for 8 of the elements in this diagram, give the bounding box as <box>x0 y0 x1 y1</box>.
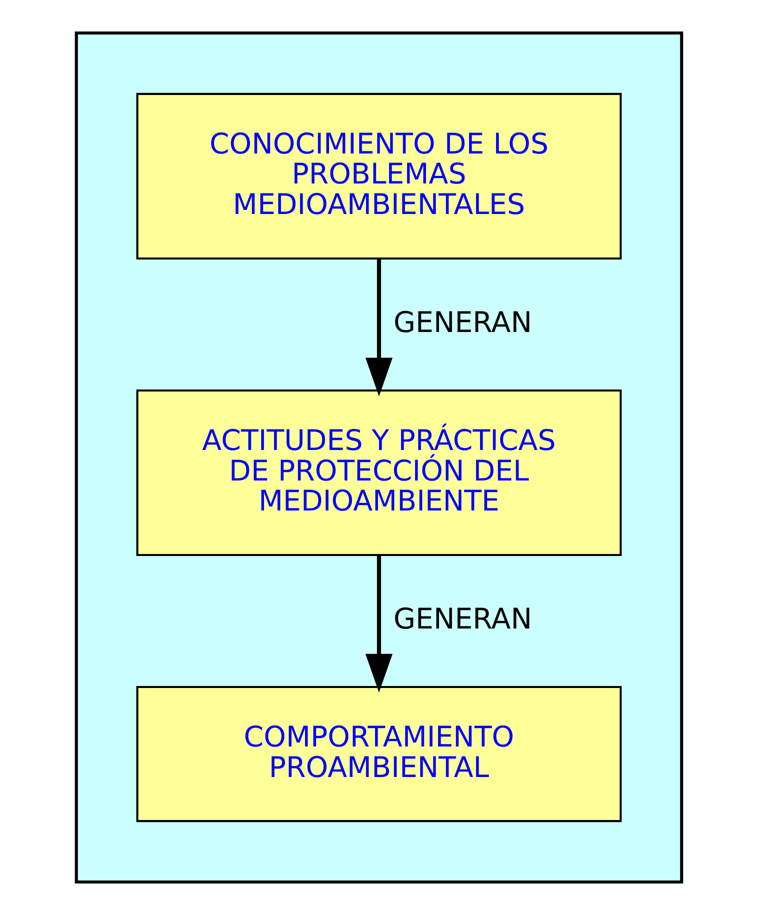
edge-label: GENERAN <box>393 602 532 636</box>
node-box: CONOCIMIENTO DE LOS PROBLEMAS MEDIOAMBIENTALES <box>136 92 622 260</box>
edge-label: GENERAN <box>393 306 532 339</box>
node-box: ACTITUDES Y PRÁCTICAS DE PROTECCIÓN DEL MEDIOAMBIENTE <box>136 389 622 556</box>
arrow <box>365 258 393 396</box>
cluster <box>74 31 684 884</box>
node-box: COMPORTAMIENTO PROAMBIENTAL <box>136 686 622 822</box>
arrow <box>365 556 393 692</box>
